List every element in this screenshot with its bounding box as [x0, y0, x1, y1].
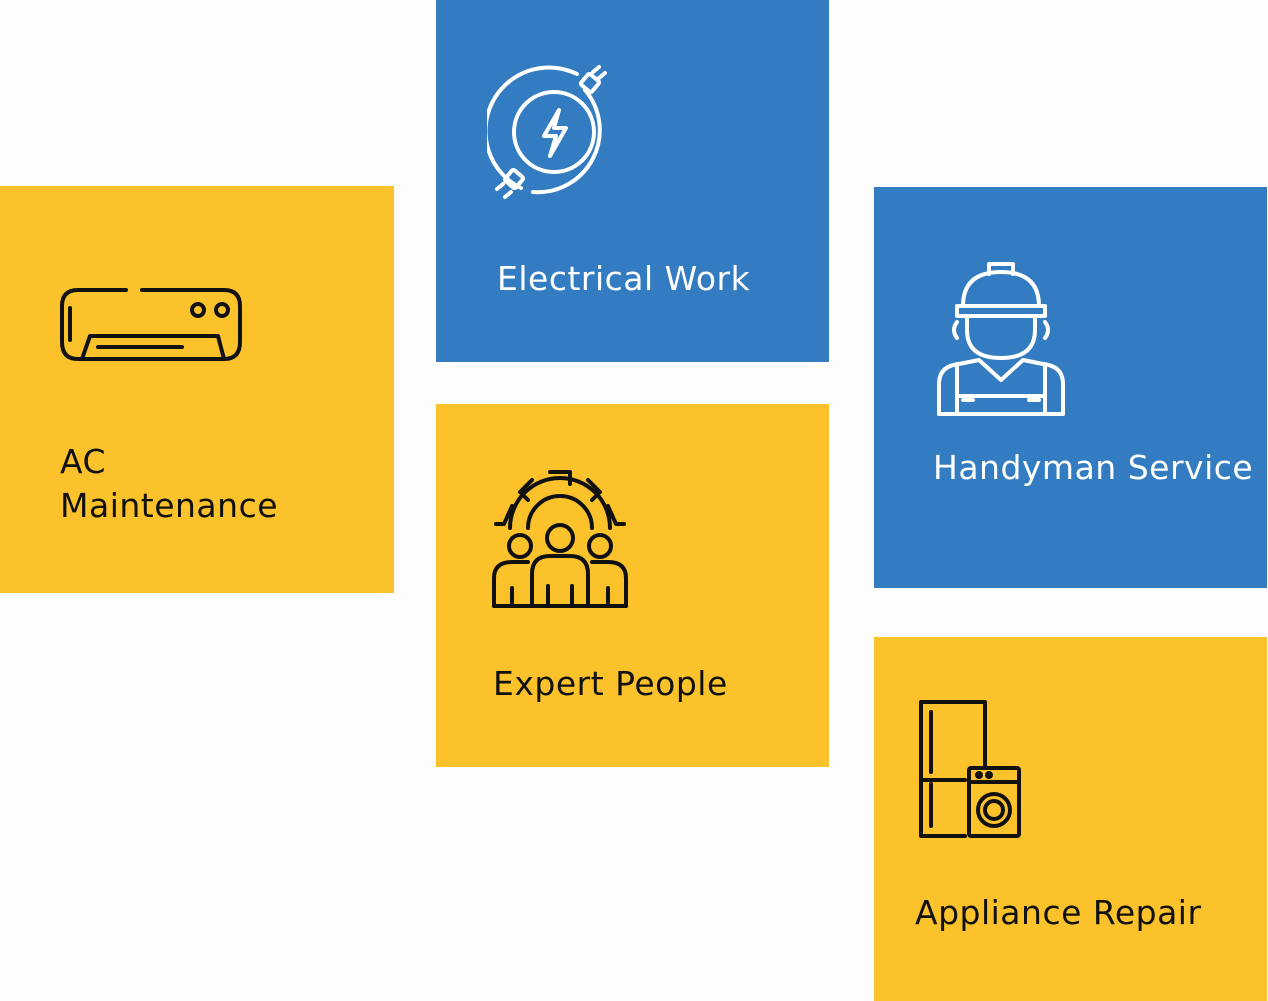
- ac-maintenance-label: AC Maintenance: [60, 440, 278, 528]
- air-conditioner-icon: [60, 288, 242, 361]
- electric-plug-icon: [487, 65, 607, 199]
- label-line: Appliance Repair: [915, 893, 1202, 932]
- appliances-icon: [919, 700, 1021, 838]
- service-card-electrical-work[interactable]: [436, 0, 829, 362]
- expert-people-label: Expert People: [493, 662, 728, 706]
- label-line: Electrical Work: [497, 259, 751, 298]
- label-line: Expert People: [493, 664, 728, 703]
- label-line: AC: [60, 442, 107, 481]
- electrical-work-label: Electrical Work: [497, 257, 750, 301]
- label-line: Handyman: [933, 448, 1117, 487]
- service-card-appliance-repair[interactable]: [874, 637, 1267, 1001]
- worker-helmet-icon: [937, 262, 1065, 416]
- label-line: Maintenance: [60, 486, 279, 525]
- service-card-ac-maintenance[interactable]: [0, 186, 394, 593]
- team-gear-icon: [492, 470, 628, 608]
- service-card-expert-people[interactable]: [436, 404, 829, 767]
- label-line: Service: [1127, 448, 1254, 487]
- appliance-repair-label: Appliance Repair: [915, 891, 1202, 935]
- handyman-service-label: Handyman Service: [933, 446, 1253, 490]
